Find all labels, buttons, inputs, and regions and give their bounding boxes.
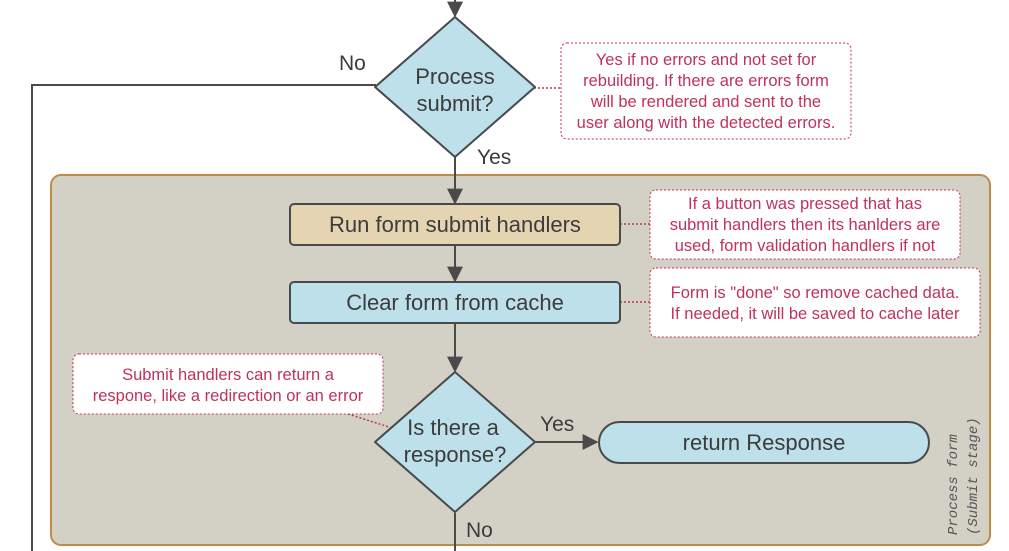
response-decision-label-line2: response?	[404, 442, 507, 467]
clear-form-cache-label: Clear form from cache	[346, 290, 564, 315]
group-label-line1: Process form	[946, 434, 962, 535]
note-response-line2: respone, like a redirection or an error	[93, 387, 364, 405]
note-process-submit-line2: rebuilding. If there are errors form	[583, 72, 829, 90]
run-submit-handlers-label: Run form submit handlers	[329, 212, 581, 237]
note-process-submit-line3: will be rendered and sent to the	[590, 93, 821, 111]
label-response-yes: Yes	[540, 413, 574, 436]
group-label-line2: (Submit stage)	[966, 417, 982, 535]
note-run-handlers-line2: submit handlers then its hanlders are	[670, 216, 941, 234]
note-clear-cache-line1: Form is "done" so remove cached data.	[671, 284, 960, 302]
response-decision	[374, 371, 536, 513]
response-decision-label-line1: Is there a	[407, 415, 499, 440]
label-process-no: No	[339, 52, 366, 75]
process-submit-label-line1: Process	[415, 64, 494, 89]
note-run-handlers-line3: used, form validation handlers if not	[675, 237, 936, 255]
note-clear-cache-line2: If needed, it will be saved to cache lat…	[671, 305, 960, 323]
clear-form-cache-box	[289, 281, 621, 324]
note-process-submit	[560, 42, 852, 140]
note-process-submit-line4: user along with the detected errors.	[577, 114, 836, 132]
note-run-handlers	[649, 189, 961, 260]
label-process-yes: Yes	[477, 146, 511, 169]
note-run-handlers-line1: If a button was pressed that has	[688, 195, 922, 213]
note-response-line1: Submit handlers can return a	[122, 366, 335, 384]
note-process-submit-line1: Yes if no errors and not set for	[596, 51, 817, 69]
process-submit-label-line2: submit?	[416, 91, 493, 116]
note-clear-cache	[649, 267, 981, 338]
return-response-terminal	[598, 421, 930, 464]
edge-process-no	[31, 84, 376, 551]
return-response-label: return Response	[683, 430, 846, 455]
process-submit-decision	[374, 16, 536, 158]
run-submit-handlers-box	[289, 203, 621, 246]
note-response	[72, 353, 384, 415]
label-response-no: No	[466, 519, 493, 542]
